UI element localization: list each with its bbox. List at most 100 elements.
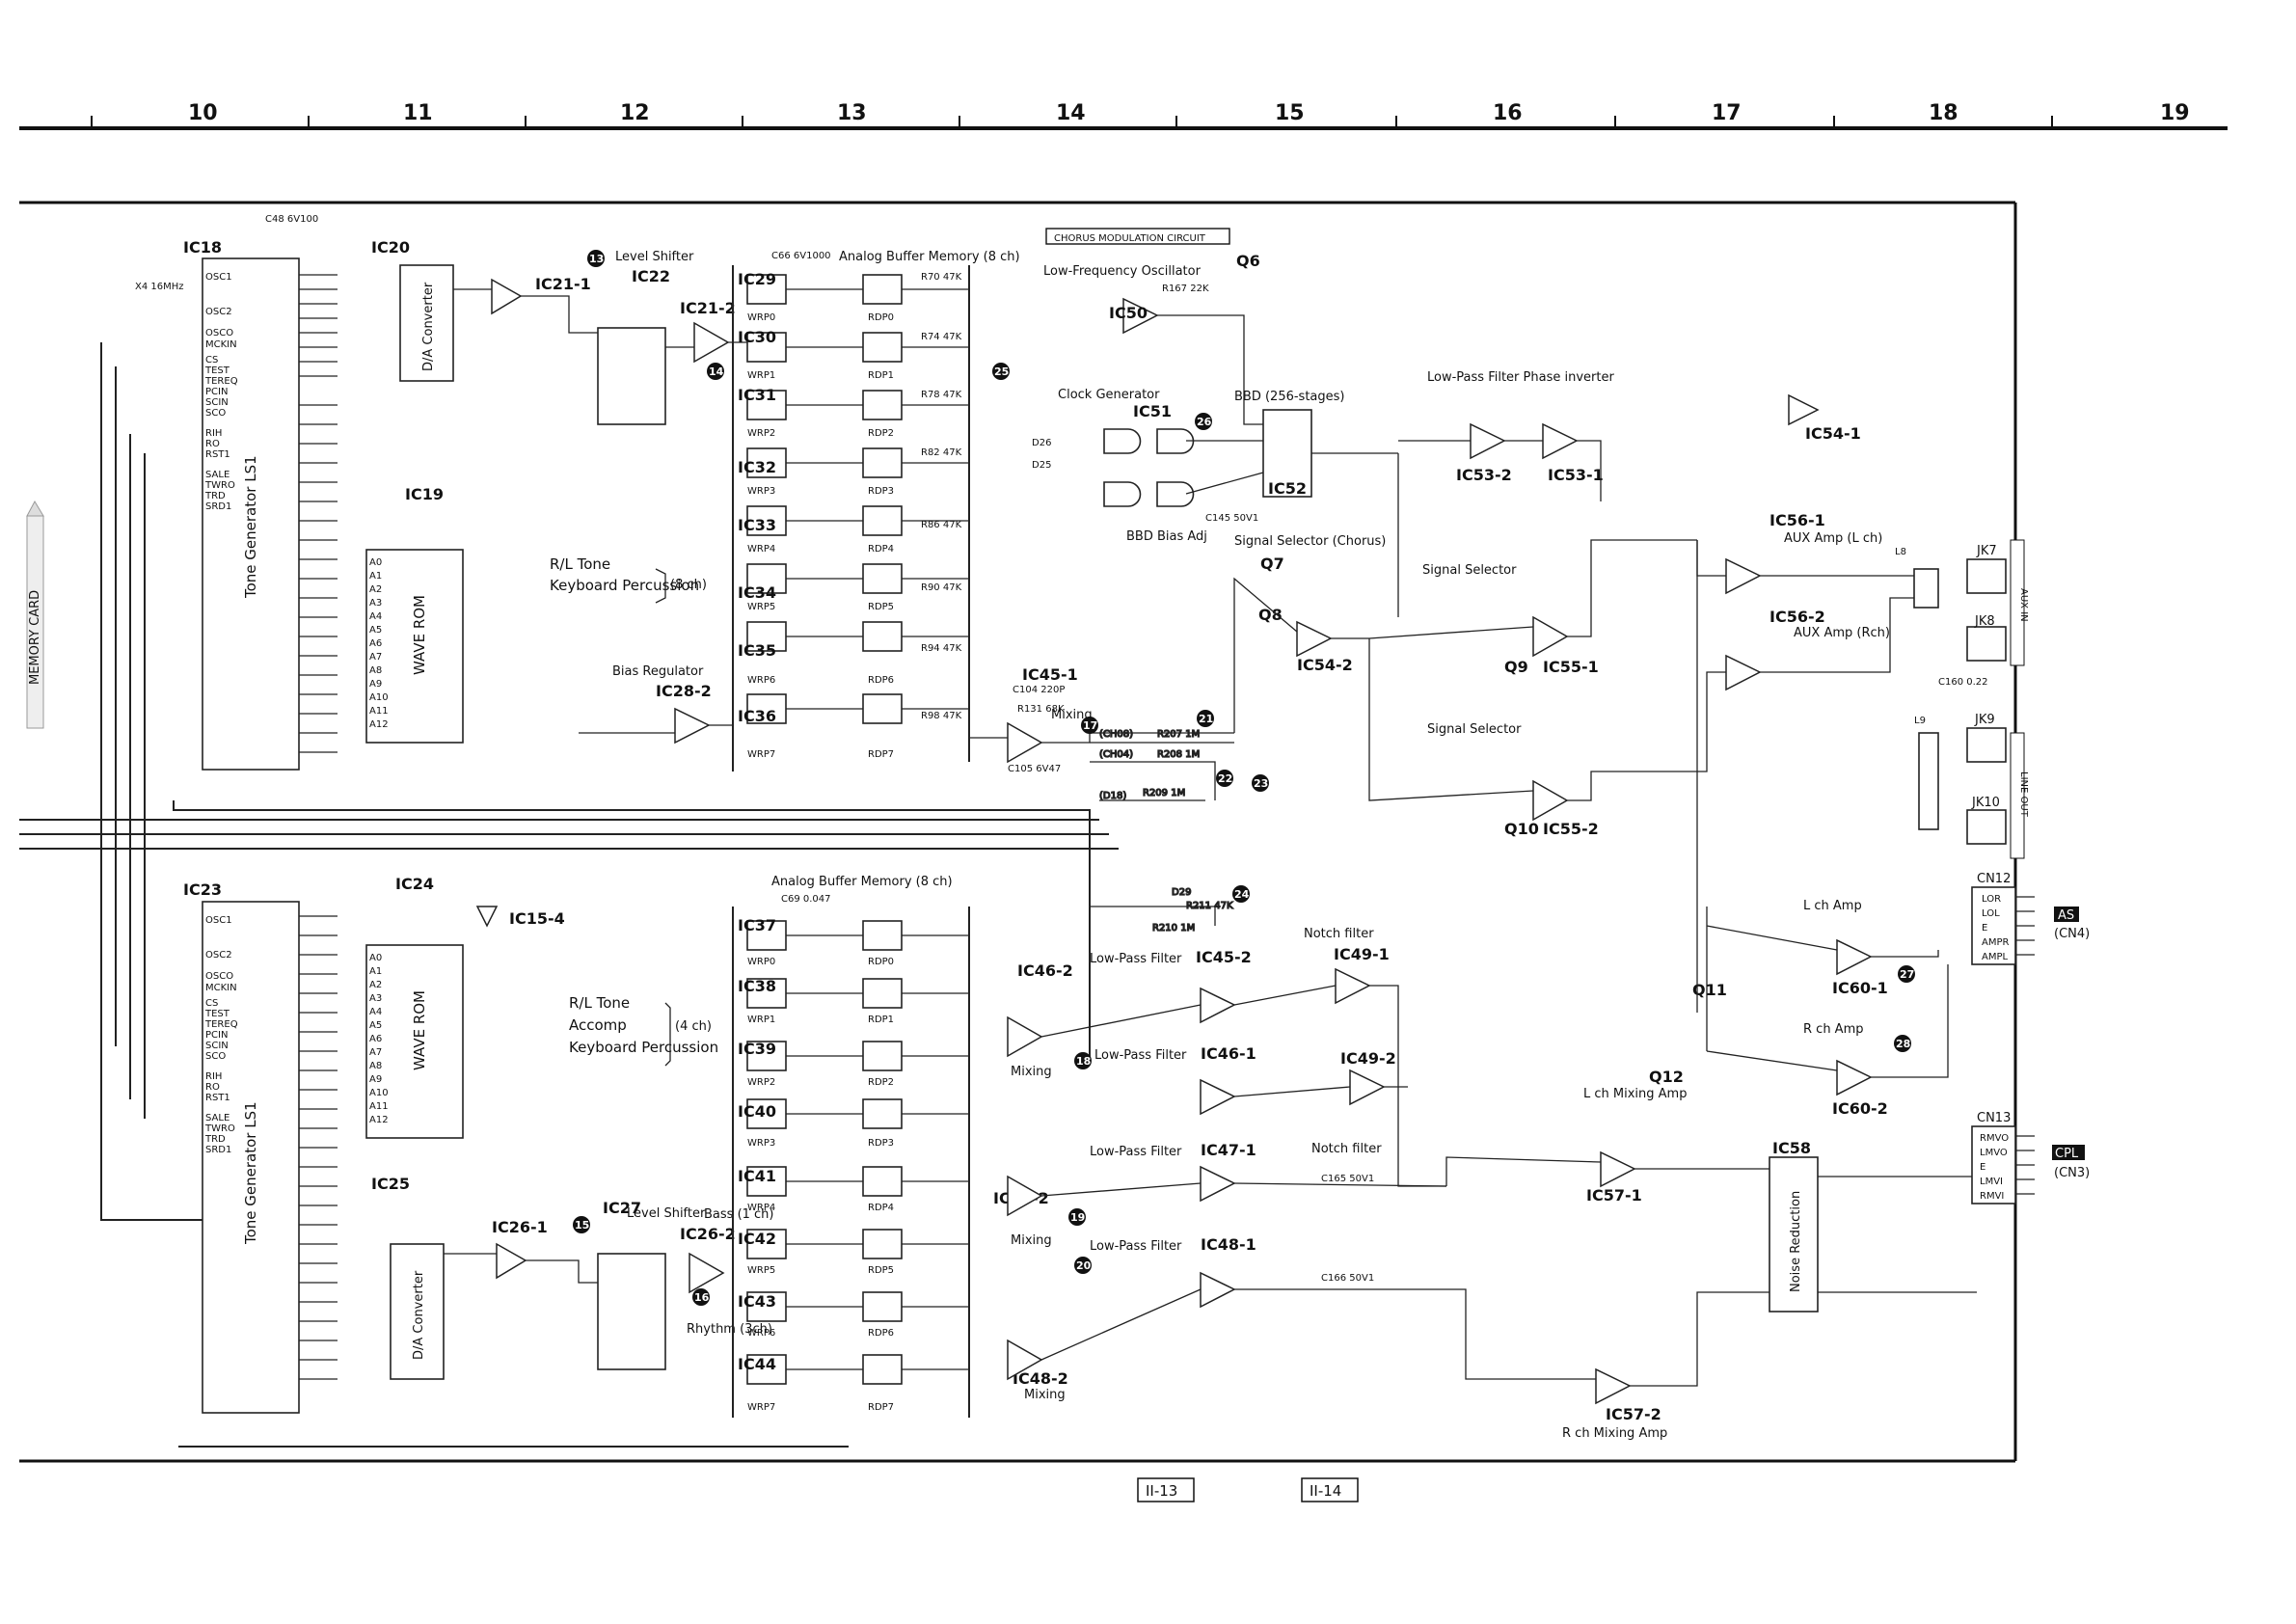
svg-text:SCO: SCO bbox=[205, 408, 226, 419]
analog-buffer-bottom: Analog Buffer Memory (8 ch) C69 0.047 IC… bbox=[732, 875, 970, 1418]
connector-cn13[interactable]: CN13 RMVO LMVO E LMVI RMVI CPL (CN3) bbox=[1971, 1111, 2090, 1204]
jack-jk8[interactable]: JK8 bbox=[1966, 614, 2007, 662]
svg-text:18: 18 bbox=[1076, 1055, 1091, 1068]
block-title: Bias Regulator bbox=[612, 664, 704, 679]
output-amps: L ch Amp IC60-1 R ch Amp IC60-2 Q11 Q12 … bbox=[1583, 540, 1949, 1118]
svg-text:A1: A1 bbox=[369, 571, 382, 582]
ic-label: IC20 bbox=[371, 238, 410, 257]
svg-text:OSC2: OSC2 bbox=[205, 307, 232, 317]
component-label: C69 0.047 bbox=[781, 894, 831, 905]
block-title: BBD Bias Adj bbox=[1126, 529, 1207, 544]
column-number: 14 bbox=[1056, 101, 1086, 125]
component-label: (CH08) bbox=[1099, 729, 1133, 740]
ic-label: IC47-1 bbox=[1201, 1141, 1256, 1159]
schematic-frame bbox=[19, 201, 2017, 1463]
chorus-wires: (CH08) (CH04) (D18) R207 1M R208 1M R209… bbox=[1090, 728, 1234, 934]
diode-label: D26 bbox=[1032, 438, 1051, 448]
block-title: Analog Buffer Memory (8 ch) bbox=[771, 875, 953, 889]
svg-text:27: 27 bbox=[1900, 968, 1914, 981]
block-title: Notch filter bbox=[1304, 927, 1374, 941]
svg-text:RDP0: RDP0 bbox=[868, 312, 894, 323]
svg-text:A5: A5 bbox=[369, 625, 382, 636]
block-label: WAVE ROM bbox=[411, 595, 428, 675]
svg-text:LOR: LOR bbox=[1982, 894, 2001, 905]
svg-text:RO: RO bbox=[205, 439, 220, 449]
jack-jk9[interactable]: JK9 bbox=[1966, 713, 2007, 763]
block-label: D/A Converter bbox=[421, 282, 436, 371]
inductor-label: L9 bbox=[1914, 716, 1926, 726]
block-title: Rhythm (3ch) bbox=[687, 1322, 772, 1337]
left-bus bbox=[19, 342, 1119, 1448]
svg-text:TEREQ: TEREQ bbox=[204, 1019, 238, 1030]
block-title: L ch Mixing Amp bbox=[1583, 1087, 1687, 1101]
ic-label: IC55-2 bbox=[1543, 820, 1599, 838]
ic-label: IC57-2 bbox=[1606, 1405, 1661, 1423]
svg-text:16: 16 bbox=[694, 1291, 710, 1304]
svg-text:A6: A6 bbox=[369, 638, 382, 649]
svg-text:R70 47K: R70 47K bbox=[921, 272, 962, 283]
svg-text:R94 47K: R94 47K bbox=[921, 643, 962, 654]
ic-label: IC22 bbox=[632, 267, 670, 285]
column-ruler: 10 11 12 13 14 15 16 17 18 19 bbox=[19, 101, 2228, 130]
ic-label: IC24 bbox=[395, 875, 434, 893]
svg-text:PCIN: PCIN bbox=[205, 387, 228, 397]
legend-item: Accomp bbox=[569, 1016, 627, 1034]
svg-text:20: 20 bbox=[1076, 1259, 1092, 1272]
svg-text:A8: A8 bbox=[369, 1061, 382, 1071]
svg-text:LOL: LOL bbox=[1982, 908, 2000, 919]
svg-text:OSC1: OSC1 bbox=[205, 915, 232, 926]
ic-label: IC18 bbox=[183, 238, 222, 257]
column-number: 18 bbox=[1929, 101, 1958, 125]
da-converter-bottom: IC25 D/A Converter IC26-1 bbox=[371, 1175, 598, 1380]
svg-text:SCIN: SCIN bbox=[205, 397, 229, 408]
filter-section: Low-Pass Filter IC45-2 Low-Pass Filter I… bbox=[1040, 927, 1447, 1361]
column-number: 11 bbox=[403, 101, 433, 125]
svg-text:R86 47K: R86 47K bbox=[921, 520, 962, 530]
legend-count: (8 ch) bbox=[670, 578, 707, 592]
connector-tag: AS bbox=[2058, 908, 2074, 923]
svg-text:IC29: IC29 bbox=[738, 270, 776, 288]
block-title: Mixing bbox=[1051, 708, 1093, 722]
svg-text:14: 14 bbox=[709, 365, 724, 378]
svg-text:IC35: IC35 bbox=[738, 641, 776, 660]
block-title: Clock Generator bbox=[1058, 388, 1160, 402]
page-numbers: II-13 II-14 bbox=[1137, 1477, 1359, 1502]
block-title: Low-Pass Filter Phase inverter bbox=[1427, 370, 1614, 385]
level-shifter-top: Level Shifter IC22 IC21-2 bbox=[597, 250, 747, 425]
svg-text:28: 28 bbox=[1896, 1038, 1910, 1050]
ic-label: IC19 bbox=[405, 485, 444, 503]
ic-label: IC60-2 bbox=[1832, 1099, 1888, 1118]
svg-text:25: 25 bbox=[994, 365, 1009, 378]
svg-text:A7: A7 bbox=[369, 652, 382, 663]
block-title: Signal Selector (Chorus) bbox=[1234, 534, 1386, 549]
svg-text:WRP5: WRP5 bbox=[747, 1265, 775, 1276]
block-title: AUX Amp (L ch) bbox=[1784, 531, 1882, 546]
svg-text:WRP4: WRP4 bbox=[747, 544, 775, 555]
diode-label: D29 bbox=[1172, 887, 1191, 898]
transistor-label: Q9 bbox=[1504, 658, 1528, 676]
block-title: AUX Amp (Rch) bbox=[1794, 626, 1890, 640]
ic-label: IC48-2 bbox=[1013, 1369, 1068, 1388]
aux-in-label: AUX IN bbox=[2018, 588, 2029, 622]
block-title: Analog Buffer Memory (8 ch) bbox=[839, 250, 1020, 264]
connector-cn12[interactable]: CN12 LOR LOL E AMPR AMPL AS (CN4) bbox=[1971, 872, 2090, 965]
svg-text:IC41: IC41 bbox=[738, 1167, 776, 1185]
block-title: L ch Amp bbox=[1803, 899, 1862, 913]
jack-jk7[interactable]: JK7 bbox=[1966, 544, 2007, 594]
block-title: Bass (1 ch) bbox=[704, 1207, 774, 1222]
jack-jk10[interactable]: JK10 bbox=[1966, 796, 2007, 845]
ic-label: IC48-1 bbox=[1201, 1235, 1256, 1254]
svg-text:RIH: RIH bbox=[205, 1071, 222, 1082]
svg-text:A10: A10 bbox=[369, 692, 389, 703]
ic-label: IC49-2 bbox=[1340, 1049, 1396, 1068]
legend-bottom: R/L Tone Accomp Keyboard Percussion (4 c… bbox=[569, 994, 718, 1067]
svg-text:JK9: JK9 bbox=[1974, 713, 1995, 727]
svg-text:26: 26 bbox=[1197, 416, 1212, 428]
column-number: 13 bbox=[837, 101, 867, 125]
block-title: Level Shifter bbox=[615, 250, 694, 264]
svg-text:WRP1: WRP1 bbox=[747, 1015, 775, 1025]
svg-text:13: 13 bbox=[589, 253, 604, 265]
ic-label: IC57-1 bbox=[1586, 1186, 1642, 1204]
block-title: Level Shifter bbox=[627, 1206, 706, 1221]
